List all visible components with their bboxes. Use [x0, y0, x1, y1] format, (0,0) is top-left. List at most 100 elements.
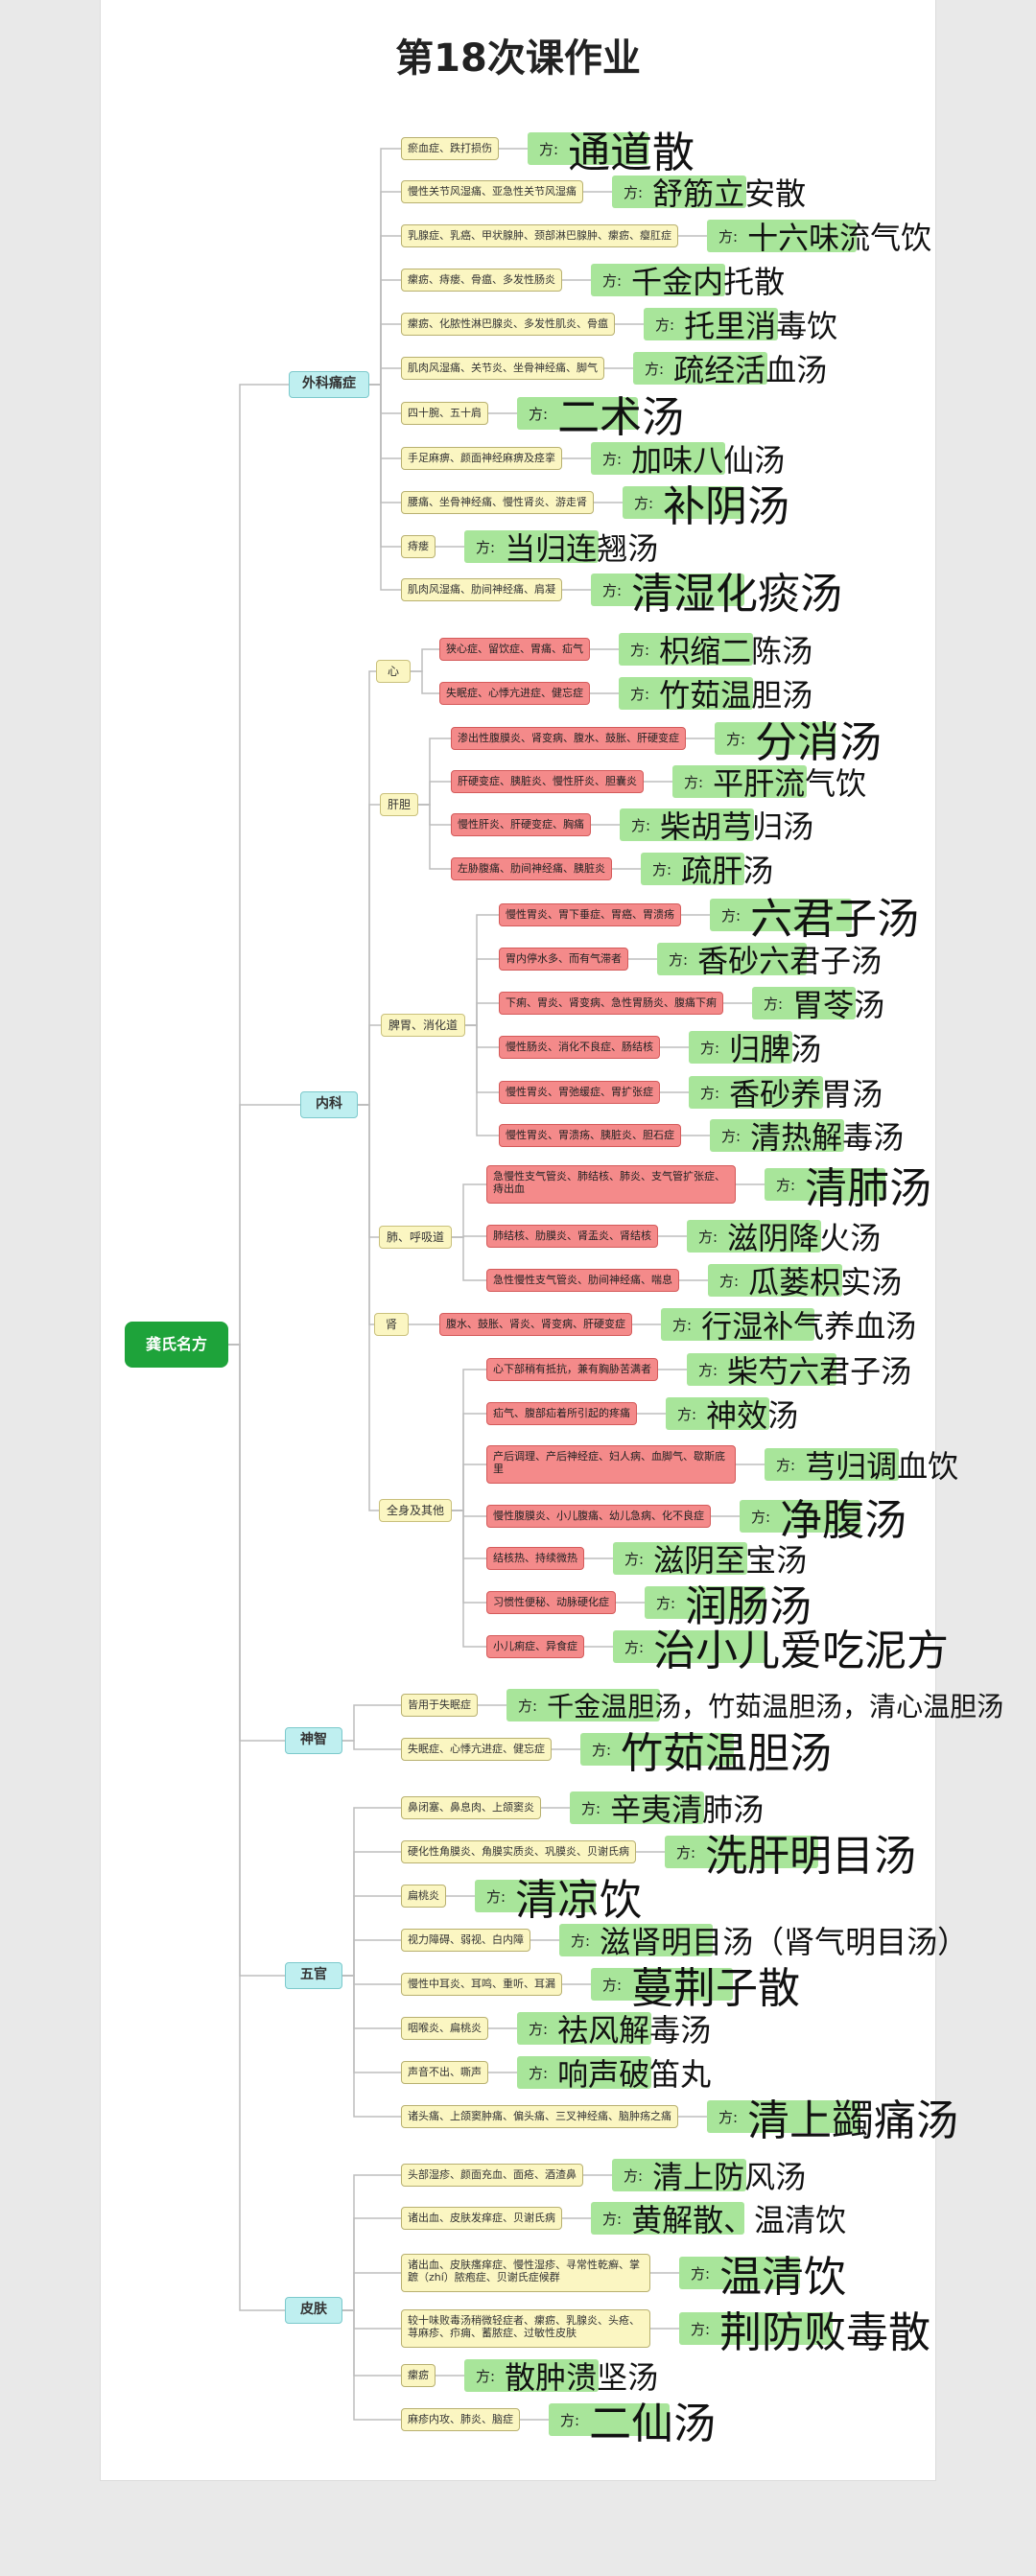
- prescription[interactable]: 方:响声破笛丸: [517, 2056, 711, 2093]
- prescription[interactable]: 方:散肿溃坚汤: [464, 2359, 658, 2396]
- prescription[interactable]: 方:瓜蒌枳实汤: [708, 1264, 902, 1300]
- symptom-box[interactable]: 诸头痛、上颌窦肿痛、偏头痛、三叉神经痛、脑肿疡之痛: [401, 2105, 678, 2128]
- subgroup-node[interactable]: 肝胆: [380, 793, 418, 816]
- symptom-box[interactable]: 声音不出、嘶声: [401, 2061, 488, 2084]
- symptom-box[interactable]: 下痢、胃炎、肾变病、急性胃肠炎、腹痛下痢: [499, 992, 723, 1015]
- symptom-box[interactable]: 肌肉风湿痛、关节炎、坐骨神经痛、脚气: [401, 357, 604, 380]
- symptom-box[interactable]: 渗出性腹膜炎、肾变病、腹水、鼓胀、肝硬变症: [451, 727, 686, 750]
- category-node[interactable]: 内科: [300, 1091, 358, 1118]
- prescription[interactable]: 方:疏肝汤: [641, 853, 773, 889]
- subgroup-node[interactable]: 全身及其他: [379, 1499, 452, 1522]
- root-node[interactable]: 龚氏名方: [125, 1322, 228, 1368]
- symptom-box[interactable]: 腰痛、坐骨神经痛、慢性肾炎、游走肾: [401, 491, 594, 514]
- symptom-box[interactable]: 慢性肝炎、肝硬变症、胸痛: [451, 813, 591, 836]
- symptom-box[interactable]: 瘰疬、痔瘘、骨瘟、多发性肠炎: [401, 269, 562, 292]
- symptom-box[interactable]: 慢性中耳炎、耳鸣、重听、耳漏: [401, 1973, 562, 1996]
- subgroup-node[interactable]: 心: [376, 660, 411, 683]
- prescription[interactable]: 方:祛风解毒汤: [517, 2012, 711, 2049]
- prescription[interactable]: 方:滋肾明目汤（肾气明目汤）: [559, 1924, 968, 1960]
- prescription[interactable]: 方:黄解散、温清饮: [591, 2202, 846, 2238]
- symptom-box[interactable]: 较十味败毒汤稍微轻症者、瘰疬、乳腺炎、头疮、荨麻疹、疖痈、蓄脓症、过敏性皮肤: [401, 2309, 650, 2348]
- prescription[interactable]: 方:清上防风汤: [612, 2159, 806, 2195]
- symptom-box[interactable]: 慢性关节风湿痛、亚急性关节风湿痛: [401, 180, 583, 203]
- symptom-box[interactable]: 诸出血、皮肤发痒症、贝谢氏病: [401, 2207, 562, 2230]
- prescription[interactable]: 方:千金温胆汤，竹茹温胆汤，清心温胆汤: [506, 1689, 1003, 1722]
- prescription[interactable]: 方:清上蠲痛汤: [707, 2096, 958, 2145]
- prescription[interactable]: 方:六君子汤: [710, 895, 919, 944]
- symptom-box[interactable]: 习惯性便秘、动脉硬化症: [486, 1591, 616, 1614]
- symptom-box[interactable]: 慢性胃炎、胃下垂症、胃癌、胃溃疡: [499, 903, 681, 926]
- symptom-box[interactable]: 视力障碍、弱视、白内障: [401, 1929, 530, 1952]
- prescription[interactable]: 方:滋阴降火汤: [687, 1220, 881, 1256]
- symptom-box[interactable]: 皆用于失眠症: [401, 1694, 478, 1717]
- prescription[interactable]: 方:柴芍六君子汤: [687, 1353, 911, 1390]
- prescription[interactable]: 方:分消汤: [715, 718, 882, 767]
- prescription[interactable]: 方:通道散: [528, 129, 695, 177]
- symptom-box[interactable]: 失眠症、心悸亢进症、健忘症: [401, 1738, 552, 1761]
- symptom-box[interactable]: 痔瘘: [401, 535, 436, 558]
- prescription[interactable]: 方:竹茹温胆汤: [619, 677, 812, 714]
- subgroup-node[interactable]: 脾胃、消化道: [381, 1014, 465, 1037]
- prescription[interactable]: 方:净腹汤: [740, 1496, 906, 1545]
- symptom-box[interactable]: 慢性肠炎、消化不良症、肠结核: [499, 1036, 660, 1059]
- prescription[interactable]: 方:柴胡芎归汤: [620, 808, 813, 845]
- prescription[interactable]: 方:辛夷清肺汤: [570, 1791, 764, 1828]
- prescription[interactable]: 方:归脾汤: [689, 1031, 821, 1067]
- prescription[interactable]: 方:补阴汤: [623, 482, 789, 531]
- prescription[interactable]: 方:清凉饮: [475, 1876, 642, 1925]
- symptom-box[interactable]: 手足麻痹、颜面神经麻痹及痉挛: [401, 447, 562, 470]
- prescription[interactable]: 方:清肺汤: [765, 1164, 931, 1213]
- prescription[interactable]: 方:平肝流气饮: [672, 765, 866, 802]
- symptom-box[interactable]: 麻疹内攻、肺炎、脑症: [401, 2408, 520, 2431]
- prescription[interactable]: 方:疏经活血汤: [633, 352, 827, 388]
- symptom-box[interactable]: 四十腕、五十肩: [401, 402, 488, 425]
- symptom-box[interactable]: 结核热、持续微热: [486, 1547, 584, 1570]
- category-node[interactable]: 外科痛症: [289, 371, 369, 398]
- prescription[interactable]: 方:滋阴至宝汤: [613, 1542, 807, 1579]
- prescription[interactable]: 方:润肠汤: [645, 1582, 812, 1631]
- prescription[interactable]: 方:芎归调血饮: [765, 1448, 958, 1485]
- symptom-box[interactable]: 慢性腹膜炎、小儿腹痛、幼儿急病、化不良症: [486, 1505, 711, 1528]
- prescription[interactable]: 方:治小儿爱吃泥方: [613, 1627, 949, 1675]
- symptom-box[interactable]: 肝硬变症、胰脏炎、慢性肝炎、胆囊炎: [451, 770, 644, 793]
- symptom-box[interactable]: 慢性胃炎、胃弛缓症、胃扩张症: [499, 1081, 660, 1104]
- symptom-box[interactable]: 小儿痢症、异食症: [486, 1635, 584, 1658]
- prescription[interactable]: 方:舒筋立安散: [612, 176, 806, 212]
- prescription[interactable]: 方:洗肝明目汤: [665, 1832, 916, 1881]
- category-node[interactable]: 五官: [285, 1962, 342, 1989]
- symptom-box[interactable]: 头部湿疹、颜面充血、面疮、酒渣鼻: [401, 2164, 583, 2187]
- symptom-box[interactable]: 左胁腹痛、肋间神经痛、胰脏炎: [451, 857, 612, 880]
- prescription[interactable]: 方:竹茹温胆汤: [580, 1729, 832, 1778]
- prescription[interactable]: 方:蔓荆子散: [591, 1964, 800, 2013]
- prescription[interactable]: 方:行湿补气养血汤: [661, 1308, 916, 1345]
- symptom-box[interactable]: 心下部稍有抵抗，兼有胸胁苦满者: [486, 1358, 658, 1381]
- symptom-box[interactable]: 产后调理、产后神经症、妇人病、血脚气、歇斯底里: [486, 1445, 736, 1484]
- category-node[interactable]: 皮肤: [285, 2297, 342, 2324]
- prescription[interactable]: 方:托里消毒饮: [644, 308, 837, 344]
- symptom-box[interactable]: 诸出血、皮肤瘙痒症、慢性湿疹、寻常性乾癣、掌蹠（zhí）脓疱症、贝谢氏症候群: [401, 2254, 650, 2292]
- symptom-box[interactable]: 狭心症、留饮症、胃痛、疝气: [439, 638, 590, 661]
- subgroup-node[interactable]: 肺、呼吸道: [379, 1226, 452, 1249]
- symptom-box[interactable]: 肌肉风湿痛、肋间神经痛、肩凝: [401, 578, 562, 601]
- prescription[interactable]: 方:胃苓汤: [752, 987, 884, 1023]
- prescription[interactable]: 方:二术汤: [517, 393, 684, 442]
- symptom-box[interactable]: 急慢性支气管炎、肺结核、肺炎、支气管扩张症、痔出血: [486, 1165, 736, 1204]
- symptom-box[interactable]: 慢性胃炎、胃溃疡、胰脏炎、胆石症: [499, 1124, 681, 1147]
- symptom-box[interactable]: 瘰疬: [401, 2364, 436, 2387]
- symptom-box[interactable]: 鼻闭塞、鼻息肉、上颌窦炎: [401, 1796, 541, 1819]
- symptom-box[interactable]: 肺结核、肋膜炎、肾盂炎、肾结核: [486, 1225, 658, 1248]
- symptom-box[interactable]: 咽喉炎、扁桃炎: [401, 2017, 488, 2040]
- prescription[interactable]: 方:二仙汤: [549, 2400, 716, 2448]
- symptom-box[interactable]: 乳腺症、乳癌、甲状腺肿、颈部淋巴腺肿、瘰疬、瘿肛症: [401, 224, 678, 247]
- symptom-box[interactable]: 扁桃炎: [401, 1885, 446, 1908]
- symptom-box[interactable]: 硬化性角膜炎、角膜实质炎、巩膜炎、贝谢氏病: [401, 1840, 636, 1863]
- symptom-box[interactable]: 腹水、鼓胀、肾炎、肾变病、肝硬变症: [439, 1313, 632, 1336]
- symptom-box[interactable]: 瘀血症、跌打损伤: [401, 137, 499, 160]
- prescription[interactable]: 方:加味八仙汤: [591, 442, 785, 479]
- subgroup-node[interactable]: 肾: [374, 1313, 409, 1336]
- symptom-box[interactable]: 胃内停水多、而有气滞者: [499, 948, 628, 971]
- prescription[interactable]: 方:当归连翘汤: [464, 530, 658, 567]
- prescription[interactable]: 方:温清饮: [679, 2253, 846, 2302]
- symptom-box[interactable]: 失眠症、心悸亢进症、健忘症: [439, 682, 590, 705]
- prescription[interactable]: 方:香砂六君子汤: [657, 943, 882, 979]
